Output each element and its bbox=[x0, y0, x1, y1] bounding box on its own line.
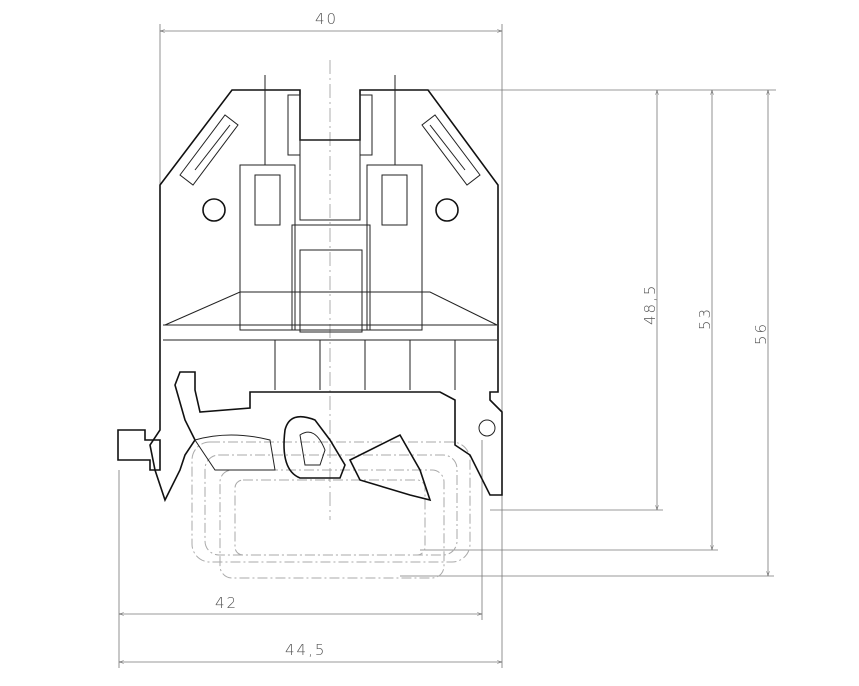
dim-label-40: 40 bbox=[315, 10, 338, 28]
dim-label-44-5: 44,5 bbox=[285, 641, 326, 659]
dimension-lines bbox=[118, 24, 776, 668]
right-screw-hole bbox=[435, 198, 459, 222]
dim-label-53: 53 bbox=[696, 307, 714, 330]
din-rail-outline bbox=[191, 441, 471, 579]
dim-label-48-5: 48,5 bbox=[641, 284, 659, 325]
left-screw-hole bbox=[202, 198, 226, 222]
dim-label-56: 56 bbox=[752, 322, 770, 345]
dim-label-42: 42 bbox=[215, 594, 238, 612]
terminal-body bbox=[117, 75, 503, 503]
